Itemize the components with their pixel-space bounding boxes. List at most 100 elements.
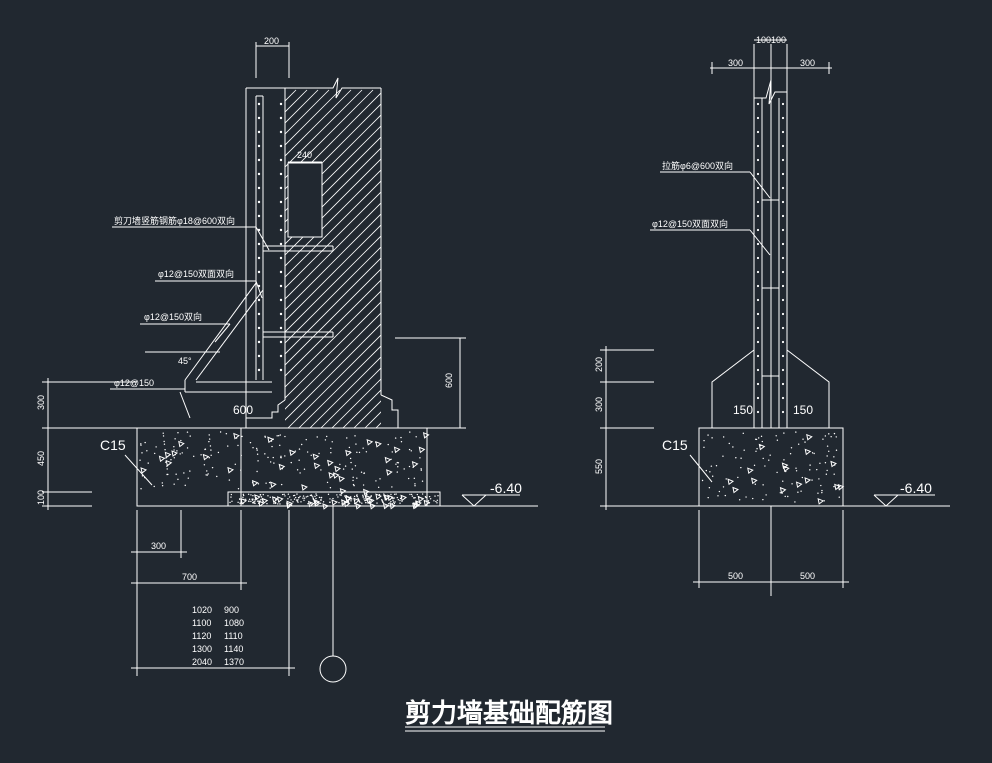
concrete-speck [420, 469, 422, 471]
rebar-dot [279, 298, 283, 302]
right-top-dims: 100 100 300 300 [710, 35, 832, 74]
concrete-speck [816, 468, 818, 471]
concrete-speck [177, 478, 179, 481]
concrete-speck [332, 497, 334, 500]
hatch-line [285, 89, 352, 157]
concrete-speck [390, 500, 392, 503]
svg-text:240: 240 [297, 150, 312, 160]
right-footing-block [698, 427, 844, 507]
rebar-dot [257, 340, 261, 344]
aggregate-mark [164, 451, 172, 459]
rebar-dot [781, 396, 785, 400]
concrete-speck [249, 441, 252, 444]
concrete-speck [394, 501, 396, 503]
concrete-speck [229, 501, 231, 504]
concrete-speck [436, 499, 439, 501]
concrete-speck [395, 463, 397, 465]
concrete-speck [273, 502, 275, 505]
concrete-speck [292, 494, 295, 497]
concrete-speck [155, 446, 157, 448]
concrete-speck [718, 490, 721, 493]
concrete-speck [297, 499, 299, 501]
hatch-line [285, 191, 381, 289]
rebar-dot [257, 368, 261, 372]
rebar-dot [279, 186, 283, 190]
rebar-dot [781, 242, 785, 246]
aggregate-mark [331, 499, 338, 506]
concrete-speck [256, 470, 258, 473]
concrete-speck [263, 498, 265, 501]
concrete-speck [225, 433, 228, 435]
concrete-speck [267, 495, 269, 497]
concrete-speck [399, 499, 401, 502]
concrete-speck [427, 500, 430, 502]
concrete-speck [176, 450, 178, 452]
concrete-speck [252, 498, 254, 500]
concrete-speck [230, 496, 232, 498]
concrete-speck [821, 491, 823, 494]
concrete-speck [397, 499, 400, 501]
hatch-line [364, 411, 381, 428]
concrete-speck [365, 451, 368, 453]
concrete-speck [153, 485, 155, 488]
rebar-dot [781, 284, 785, 288]
concrete-speck [368, 502, 370, 504]
svg-text:拉筋φ6@600双向: 拉筋φ6@600双向 [662, 160, 733, 171]
rebar-dot [756, 354, 760, 358]
concrete-speck [193, 455, 195, 458]
concrete-speck [357, 498, 360, 501]
aggregate-mark [233, 432, 240, 440]
rebar-dot [279, 312, 283, 316]
concrete-speck [262, 493, 264, 496]
concrete-speck [360, 471, 363, 473]
concrete-speck [421, 480, 424, 482]
rebar-dot [781, 298, 785, 302]
concrete-speck [318, 452, 320, 455]
rebar-dot [257, 326, 261, 330]
hatch-line [285, 290, 381, 388]
concrete-speck [396, 496, 399, 499]
rebar-dot [257, 242, 261, 246]
aggregate-mark [758, 443, 766, 451]
svg-text:600: 600 [444, 373, 454, 388]
concrete-speck [247, 493, 250, 495]
concrete-speck [385, 499, 388, 501]
concrete-speck [339, 463, 341, 466]
concrete-speck [795, 431, 797, 433]
concrete-speck [764, 465, 766, 467]
concrete-speck [835, 436, 837, 438]
concrete-speck [251, 482, 254, 484]
concrete-speck [296, 500, 299, 502]
rebar-dot [756, 340, 760, 344]
right-wall [753, 44, 788, 428]
concrete-speck [287, 498, 289, 500]
hatch-line [353, 400, 381, 428]
concrete-speck [254, 501, 256, 503]
concrete-speck [311, 496, 314, 498]
concrete-speck [382, 501, 384, 504]
rebar-dot [756, 382, 760, 386]
aggregate-mark [393, 446, 401, 454]
concrete-speck [350, 500, 352, 502]
hatch-line [375, 422, 381, 428]
right-flare [711, 349, 755, 428]
concrete-speck [248, 498, 251, 501]
concrete-speck [147, 462, 149, 464]
concrete-speck [296, 493, 298, 495]
concrete-speck [383, 493, 385, 495]
concrete-speck [825, 473, 828, 475]
concrete-speck [338, 501, 340, 504]
concrete-speck [300, 501, 302, 503]
rebar-dot [781, 228, 785, 232]
concrete-speck [254, 495, 256, 497]
concrete-speck [412, 466, 414, 469]
svg-text:φ12@150双面双向: φ12@150双面双向 [158, 268, 234, 279]
concrete-speck [407, 477, 410, 480]
concrete-speck [833, 485, 835, 488]
concrete-speck [290, 499, 292, 501]
rebar-dot [756, 228, 760, 232]
hatch-line [342, 389, 381, 428]
concrete-speck [722, 436, 725, 438]
concrete-speck [754, 438, 757, 440]
aggregate-mark [400, 494, 408, 502]
